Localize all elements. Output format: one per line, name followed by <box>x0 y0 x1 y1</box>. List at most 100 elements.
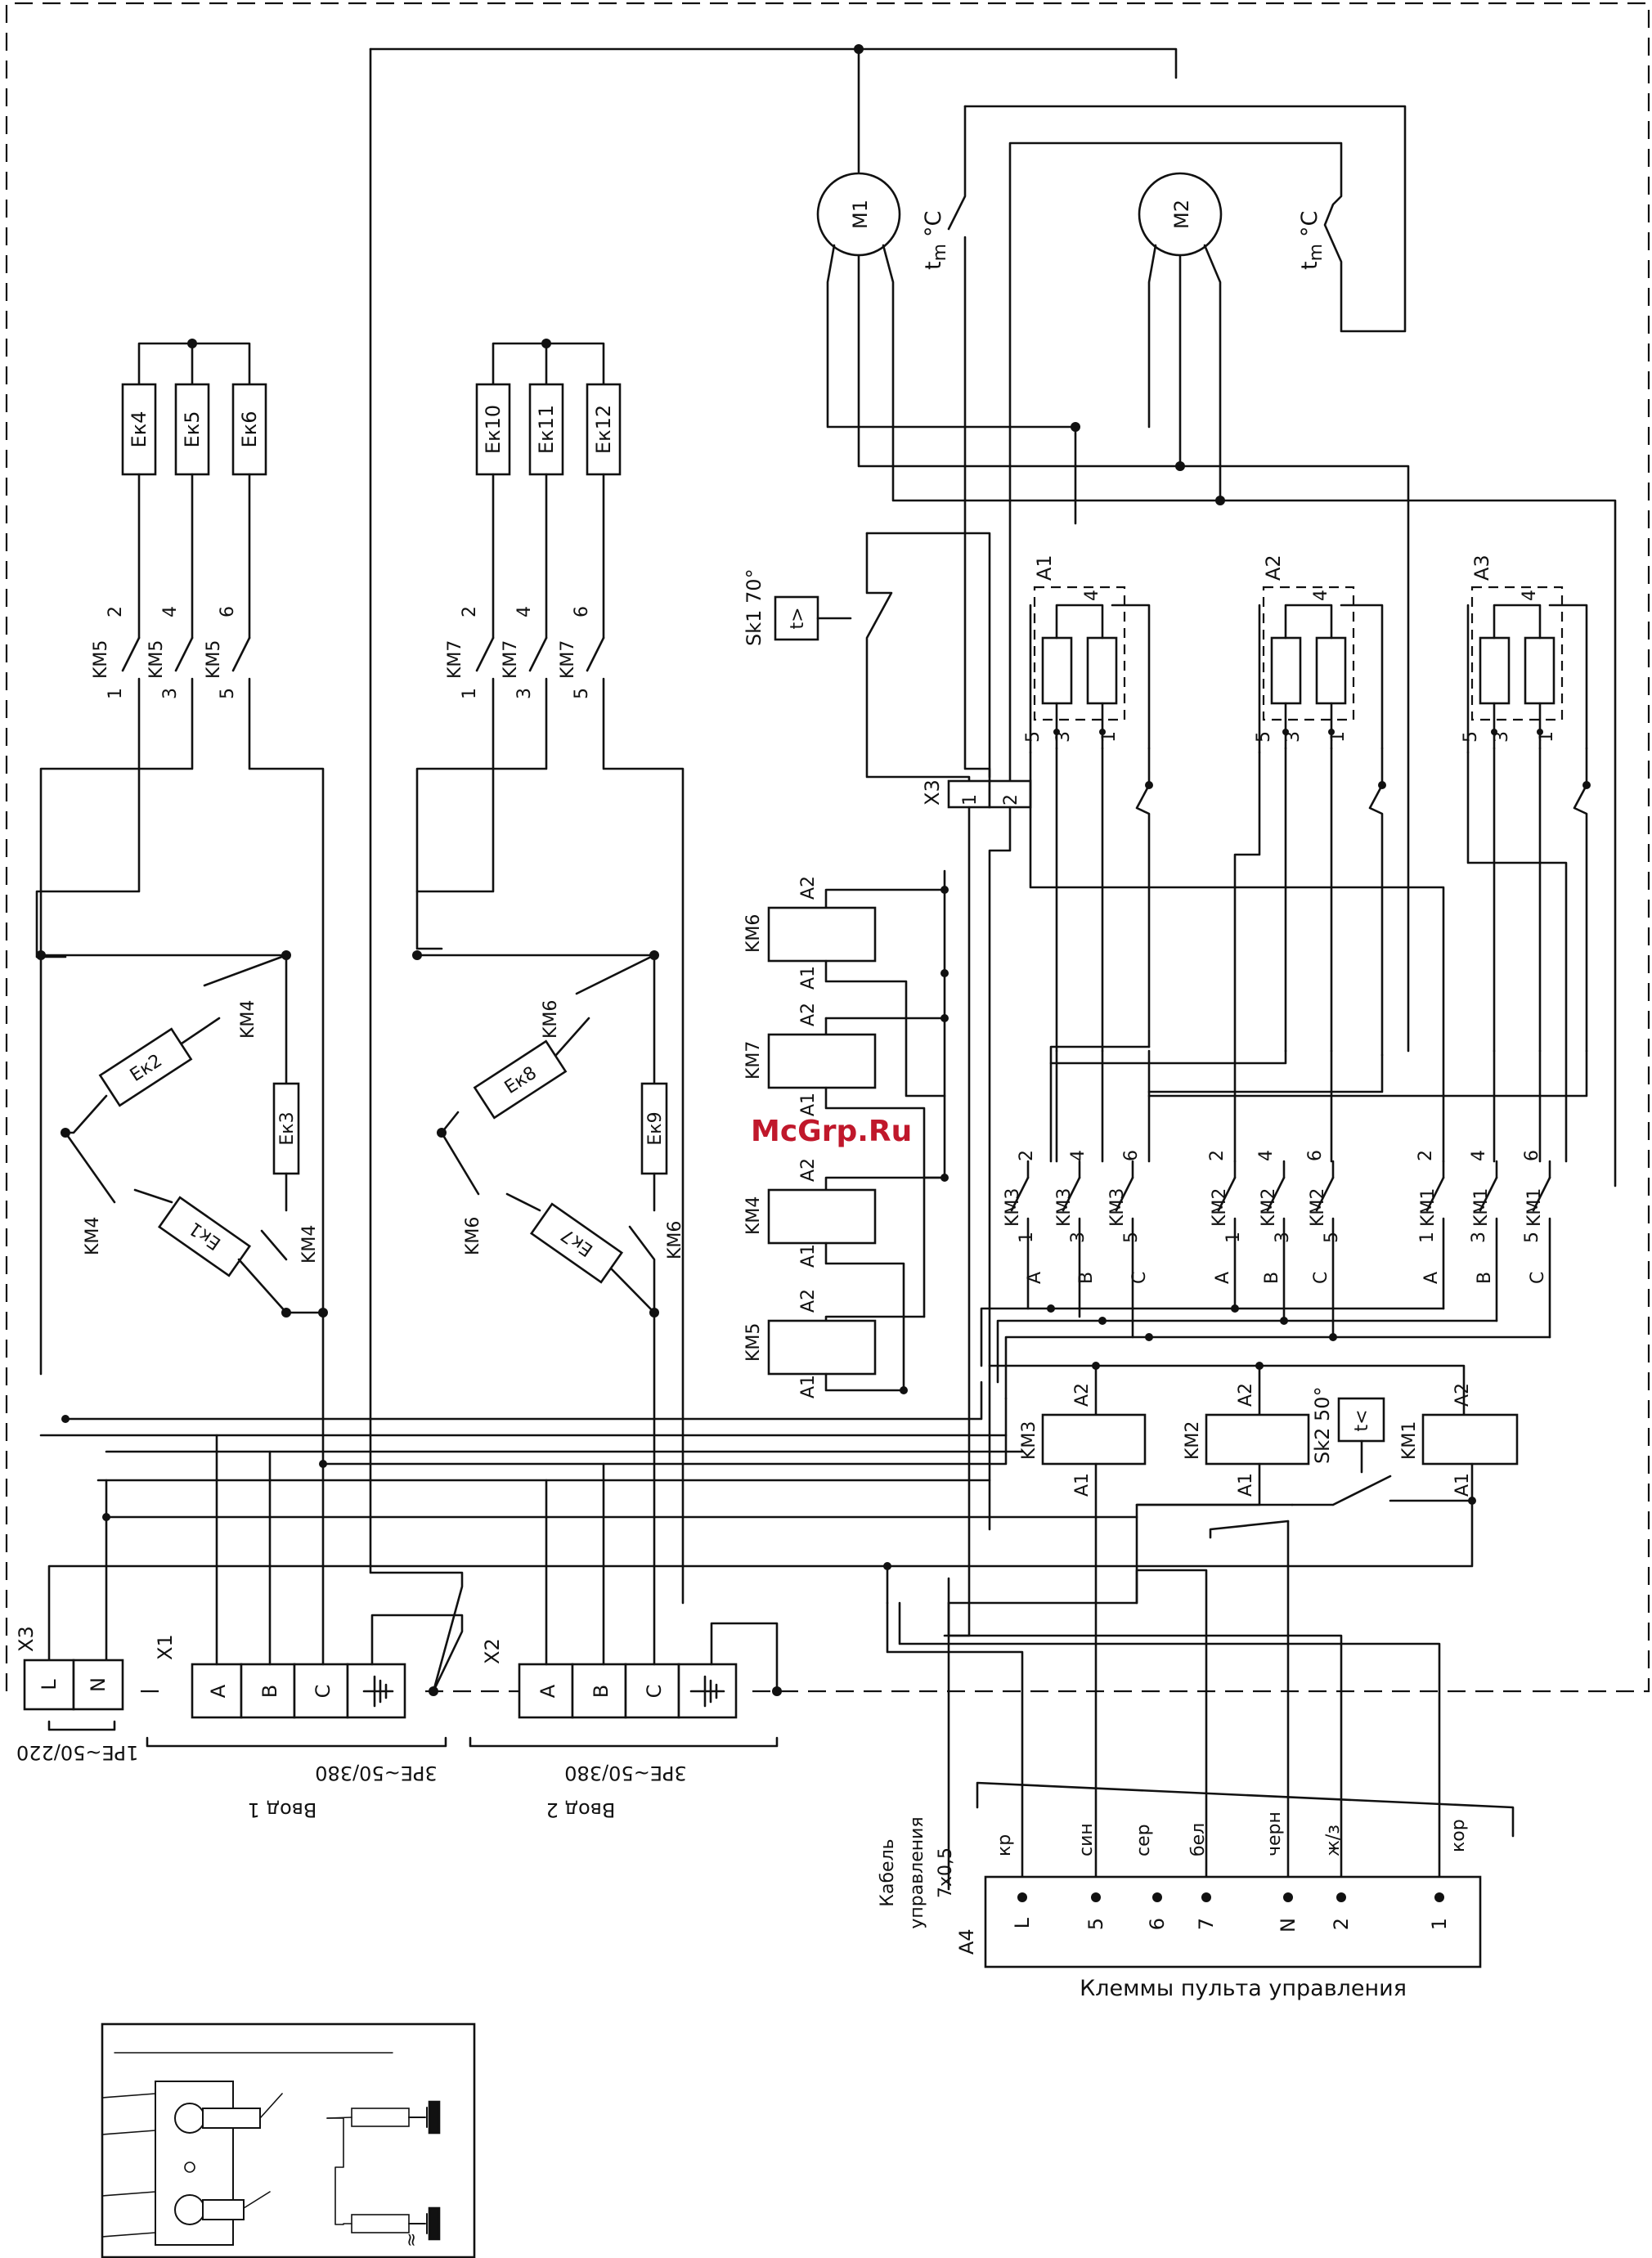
svg-text:A1: A1 <box>798 1375 819 1398</box>
svg-text:A2: A2 <box>798 876 819 900</box>
equipment-frame <box>5 2 1650 1693</box>
heater-ek12-label: Eк12 <box>592 405 615 454</box>
svg-text:2: 2 <box>1001 794 1021 806</box>
svg-text:C: C <box>1311 1272 1331 1284</box>
panel-pin-0: L <box>1011 1917 1034 1928</box>
svg-text:A: A <box>1213 1272 1233 1284</box>
svg-text:A: A <box>207 1684 230 1698</box>
svg-text:A2: A2 <box>798 1003 819 1026</box>
coil-km1-label: KM1 <box>1399 1421 1420 1460</box>
svg-text:5: 5 <box>1023 731 1044 743</box>
watermark: McGrp.Ru <box>751 1115 912 1148</box>
motor-m2-label: M2 <box>1170 200 1193 229</box>
heater-ek6-label: Eк6 <box>238 411 261 448</box>
svg-text:A: A <box>1421 1272 1442 1284</box>
km4-contact-label-3: KM4 <box>299 1225 320 1264</box>
terminal-x3-bottom: L N X3 1PE~50/220 <box>15 1626 138 1764</box>
svg-text:3: 3 <box>514 688 535 699</box>
thermostat-m1-label: tm°C <box>921 211 950 270</box>
coil-row: KM3 KM2 KM1 A2 A2 A2 A1 A1 A1 t< Sk2 50° <box>947 1362 1519 1891</box>
terminal-x2: A B C X2 3PE~50/380 Ввод 2 <box>429 1311 782 1821</box>
coil-stack: KM6 A2 A1 KM7 A2 A1 KM4 A2 A1 KM5 A2 A1 <box>743 869 949 1398</box>
km3-contact-label-1: KM3 <box>1003 1188 1023 1227</box>
svg-text:6: 6 <box>1121 1150 1142 1161</box>
sk2-label: Sk2 50° <box>1311 1386 1334 1464</box>
km2-contact-label-2: KM2 <box>1259 1188 1279 1227</box>
module-a2: A2 4 5 3 1 <box>1254 554 1386 1057</box>
svg-text:B: B <box>258 1685 281 1698</box>
svg-text:4: 4 <box>160 606 181 617</box>
svg-text:6: 6 <box>218 606 238 617</box>
svg-text:C: C <box>312 1685 334 1699</box>
heater-group-ek4-6: Eк4 Eк5 Eк6 KM5 KM5 KM5 1 3 5 2 4 6 <box>35 339 325 1466</box>
wire-label-0: кр <box>994 1834 1015 1856</box>
km3-power-contacts: KM3 KM3 KM3 2 4 6 1 3 5 A B C <box>1003 1150 1150 1339</box>
svg-text:B: B <box>590 1685 613 1698</box>
svg-text:A1: A1 <box>1072 1473 1093 1497</box>
svg-text:4: 4 <box>1311 590 1331 601</box>
svg-text:C: C <box>643 1685 666 1699</box>
svg-text:A2: A2 <box>798 1289 819 1313</box>
km2-power-contacts: KM2 KM2 KM2 2 4 6 1 3 5 A B C <box>1207 1150 1342 1339</box>
x2-label: X2 <box>481 1638 504 1664</box>
svg-text:A: A <box>536 1684 559 1698</box>
svg-text:4: 4 <box>1469 1150 1489 1161</box>
delta-group-ek7-9: Eк9 Eк8 Eк7 KM6 KM6 KM6 <box>412 950 685 1318</box>
input-1-label: Ввод 1 <box>248 1798 317 1821</box>
svg-text:2: 2 <box>105 606 126 617</box>
motor-m1-label: M1 <box>849 200 872 229</box>
svg-text:A2: A2 <box>1236 1383 1256 1407</box>
cable-label-1: Кабель <box>878 1838 898 1906</box>
svg-text:4: 4 <box>1068 1150 1089 1161</box>
svg-text:B: B <box>1262 1272 1282 1284</box>
cable-label-2: управления <box>907 1816 927 1928</box>
coil-km3-label: KM3 <box>1019 1421 1039 1460</box>
km1-power-contacts: KM1 KM1 KM1 2 4 6 1 3 5 A B C <box>1416 1150 1551 1339</box>
inset-approx-sign: ≈ <box>402 2233 422 2247</box>
svg-text:3: 3 <box>1492 731 1512 743</box>
svg-text:A1: A1 <box>798 966 819 990</box>
km5-contact-label-2: KM5 <box>146 640 167 679</box>
svg-text:N: N <box>87 1677 110 1692</box>
panel-a4-label: A4 <box>955 1928 978 1955</box>
panel-pin-6: 1 <box>1428 1918 1451 1930</box>
km5-contact-label-1: KM5 <box>91 640 111 679</box>
heater-ek11-label: Eк11 <box>535 405 558 454</box>
svg-text:A1: A1 <box>798 1093 819 1116</box>
svg-text:1: 1 <box>1017 1232 1037 1243</box>
sk2-symbol: t< <box>1352 1409 1372 1431</box>
motor-top-bus <box>369 44 1178 1693</box>
contact-output-bus <box>980 1304 1551 1400</box>
km6-contact-label-2: KM6 <box>463 1217 483 1255</box>
km7-contact-label-3: KM7 <box>558 640 578 679</box>
thermostat-m2-label: tm°C <box>1297 211 1327 270</box>
terminal-x1: A B C X1 3PE~50/380 Ввод 1 <box>146 1434 464 1821</box>
panel-pin-4: N <box>1277 1918 1300 1933</box>
coil-km4-label: KM4 <box>743 1196 764 1235</box>
svg-text:3: 3 <box>1273 1232 1293 1243</box>
svg-text:6: 6 <box>1305 1150 1326 1161</box>
heater-ek5-label: Eк5 <box>181 411 204 448</box>
inset-drawing: ≈ <box>101 2022 476 2258</box>
svg-text:4: 4 <box>514 606 535 617</box>
coil-km6-label: KM6 <box>743 914 764 953</box>
coil-km5-label: KM5 <box>743 1323 764 1362</box>
svg-text:2: 2 <box>1416 1150 1436 1161</box>
x3-bottom-label: X3 <box>15 1626 38 1652</box>
module-a3-label: A3 <box>1470 554 1493 581</box>
panel-pin-3: 7 <box>1195 1918 1218 1930</box>
svg-text:3: 3 <box>1283 731 1304 743</box>
wire-label-4: черн <box>1264 1811 1285 1856</box>
panel-terminals: A4 L 5 6 7 N 2 1 Клеммы пульта управлени… <box>955 1875 1482 2001</box>
wire-label-1: син <box>1076 1823 1097 1856</box>
svg-text:1: 1 <box>960 794 981 806</box>
km4-contact-label-1: KM4 <box>238 1000 258 1039</box>
svg-text:6: 6 <box>1522 1150 1542 1161</box>
km6-contact-label-3: KM6 <box>665 1221 685 1259</box>
svg-text:C: C <box>1528 1272 1548 1284</box>
svg-text:5: 5 <box>1461 731 1481 743</box>
km4-contact-label-2: KM4 <box>83 1217 103 1255</box>
km2-contact-label-1: KM2 <box>1210 1188 1230 1227</box>
km7-contact-label-1: KM7 <box>445 640 465 679</box>
heater-ek3-label: Eк3 <box>277 1111 298 1145</box>
